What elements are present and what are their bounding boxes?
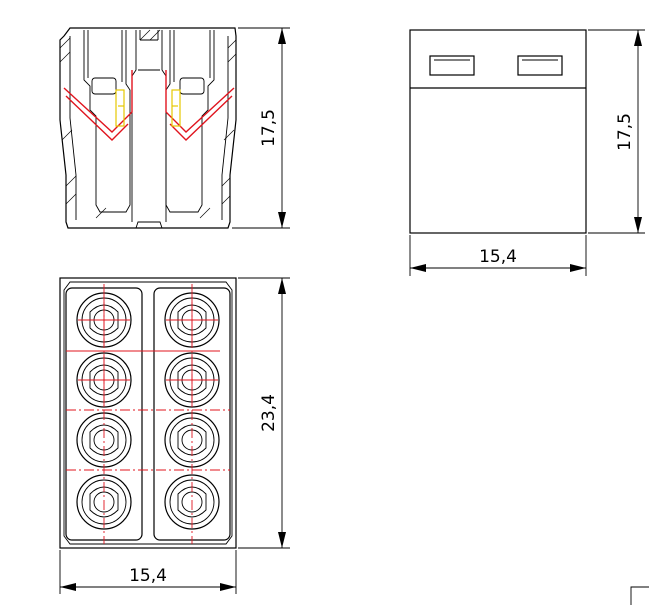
top-width-label: 15,4 — [129, 566, 167, 586]
side-width-label: 15,4 — [479, 247, 517, 267]
front-center-rib — [131, 30, 167, 222]
front-height-label: 17,5 — [259, 109, 279, 147]
front-hatching — [59, 29, 237, 219]
title-block-corner — [630, 586, 649, 605]
front-left-chamber — [83, 30, 131, 213]
front-left-wall — [69, 36, 77, 220]
wire-port — [76, 412, 132, 468]
side-height-dimension: 17,5 — [588, 29, 645, 234]
left-busbar — [115, 89, 125, 127]
side-wire-entry-right — [517, 55, 563, 76]
right-contact-spring — [165, 70, 235, 133]
front-body-outline — [59, 27, 237, 229]
front-right-wall — [221, 36, 229, 220]
top-length-dimension: 23,4 — [238, 277, 290, 549]
top-view — [59, 277, 237, 549]
front-height-dimension: 17,5 — [232, 27, 290, 229]
right-busbar — [171, 89, 181, 127]
front-section-view — [59, 27, 237, 229]
top-width-dimension: 15,4 — [59, 550, 237, 594]
side-body-outline — [409, 29, 587, 234]
side-width-dimension: 15,4 — [409, 235, 587, 276]
side-view — [409, 29, 587, 234]
top-length-label: 23,4 — [259, 394, 279, 432]
side-height-label: 17,5 — [615, 113, 635, 151]
left-contact-spring — [63, 70, 133, 133]
wire-port — [164, 412, 220, 468]
top-view-ports — [76, 292, 220, 530]
side-wire-entry-left — [429, 55, 475, 76]
top-body-outline — [59, 277, 237, 549]
